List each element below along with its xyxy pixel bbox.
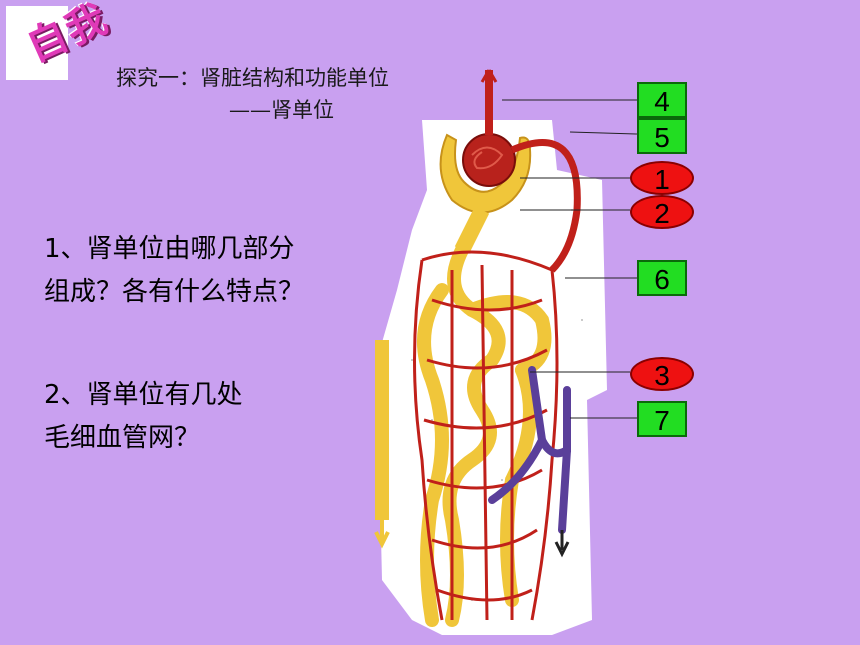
- label-4: 4: [637, 82, 687, 118]
- question-2-line-2: 毛细血管网？: [44, 423, 201, 453]
- label-7: 7: [637, 401, 687, 437]
- label-1: 1: [630, 161, 694, 195]
- glomerulus: [462, 133, 516, 187]
- question-2: 2、肾单位有几处 毛细血管网？: [44, 374, 243, 460]
- corner-white-box: [6, 6, 68, 80]
- renal-capsule: [439, 133, 532, 214]
- question-1-line-2: 组成？各有什么特点？: [44, 277, 305, 307]
- section-title: 探究一：肾脏结构和功能单位: [116, 66, 389, 90]
- label-5: 5: [637, 118, 687, 154]
- renal-vein: [488, 366, 571, 534]
- question-2-line-1: 2、肾单位有几处: [44, 380, 243, 410]
- label-3: 3: [630, 357, 694, 391]
- label-2: 2: [630, 195, 694, 229]
- question-1: 1、肾单位由哪几部分 组成？各有什么特点？: [44, 228, 304, 314]
- label-6: 6: [637, 260, 687, 296]
- efferent-arteriole: [510, 139, 581, 273]
- section-subtitle: ——肾单位: [229, 98, 334, 122]
- nephron-diagram: [374, 69, 607, 635]
- capillary-network: [413, 250, 559, 621]
- question-1-line-1: 1、肾单位由哪几部分: [44, 234, 295, 264]
